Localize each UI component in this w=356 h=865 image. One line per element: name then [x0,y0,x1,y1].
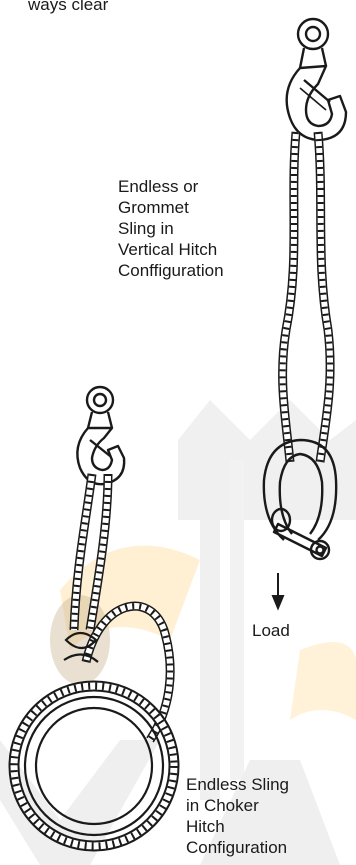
choker-hitch-label: Endless Sling in Choker Hitch Configurat… [186,774,289,858]
load-label: Load [252,620,290,641]
header-text: ways clear [28,0,108,15]
vertical-hitch-label: Endless or Grommet Sling in Vertical Hit… [118,176,224,281]
hook-icon [77,387,124,484]
load-arrow-icon [273,573,283,608]
hook-icon [287,19,346,140]
